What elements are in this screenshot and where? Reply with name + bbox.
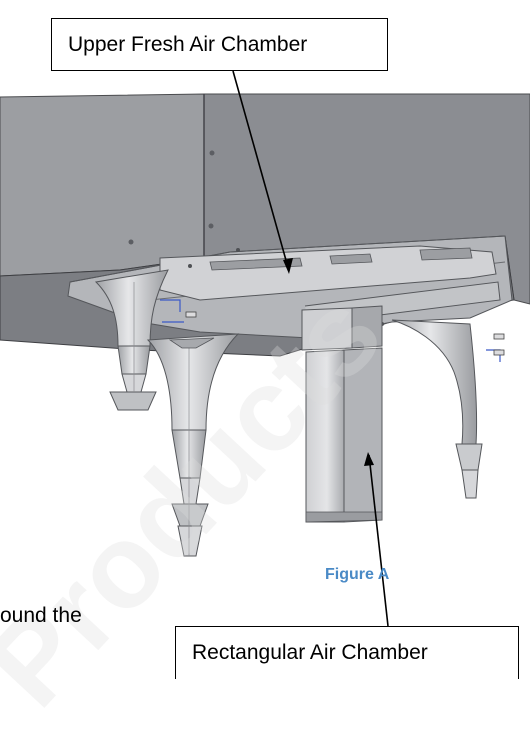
figure-a-diagram: Products Upper Fresh Air Chamber Figure … [0, 18, 530, 731]
rectangular-air-chamber-label: Rectangular Air Chamber [175, 626, 519, 679]
partial-body-text: ound the [0, 604, 82, 627]
upper-fresh-air-chamber [159, 245, 497, 301]
rect-chamber-leader-line [368, 454, 389, 627]
center-leg [146, 333, 240, 557]
left-leg [94, 269, 169, 411]
upper-fresh-air-chamber-label-text: Upper Fresh Air Chamber [68, 32, 308, 56]
rectangular-air-chamber-label-text: Rectangular Air Chamber [192, 641, 428, 664]
appliance-underside-drawing [0, 70, 530, 627]
rectangular-air-chamber [301, 305, 383, 523]
figure-caption: Figure A [325, 566, 390, 583]
upper-fresh-air-chamber-label: Upper Fresh Air Chamber [51, 18, 388, 71]
right-leg [391, 319, 483, 499]
upper-chamber-leader-line [232, 70, 290, 272]
left-panel [0, 93, 205, 277]
